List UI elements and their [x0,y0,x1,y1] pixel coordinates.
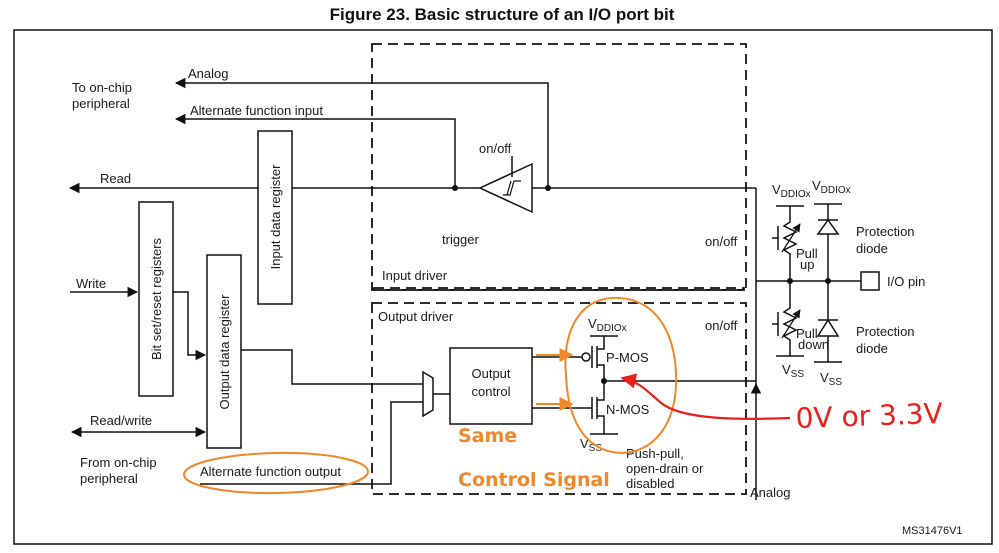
annotation-mos-circle [564,296,678,454]
analog-top-label: Analog [188,66,228,81]
junction-dot [452,185,458,191]
annotation-control-signal: Control Signal [458,469,610,491]
readwrite-label: Read/write [90,413,152,428]
protection-label-1b: diode [856,241,888,256]
io-pin-pad [860,271,880,291]
onoff-output-label: on/off [705,318,738,333]
outer-frame [13,29,993,545]
pull-down-label-1: Pull [796,326,818,341]
figure-title: Figure 23. Basic structure of an I/O por… [330,5,675,24]
protection-diode-bottom [816,281,840,362]
annotation-red-arrow [620,373,791,420]
pull-up-label-2: up [800,257,814,272]
analog-top-wire [174,77,549,188]
pull-up-resistor [782,206,798,281]
pull-down-label-2: down [798,337,829,352]
input-data-register-label: Input data register [268,164,283,269]
output-driver-label: Output driver [378,309,454,324]
onoff-input-label: on/off [705,234,738,249]
output-mux [422,370,434,418]
alt-input-wire [174,113,456,188]
vddiox-label: VDDIOx [588,316,627,334]
protection-label-2b: diode [856,341,888,356]
vss-label: VSS [580,436,602,454]
alt-output-label: Alternate function output [200,464,341,479]
alt-output-wire [200,401,423,485]
input-driver-box [373,287,745,291]
pmos-gate-bubble [581,352,591,362]
annotation-same: Same [458,425,517,447]
pull-down-resistor [782,281,798,356]
trigger-label: trigger [442,232,480,247]
trigger-dashed-region [371,43,747,291]
nmos-label: N-MOS [606,402,650,417]
nmos-transistor [591,381,605,434]
read-label: Read [100,171,131,186]
output-driver-box [371,302,747,495]
vddiox-diode-label: VDDIOx [812,178,851,196]
pull-down-switch [772,312,779,336]
analog-bottom-label: Analog [750,485,790,500]
pushpull-label-2: open-drain or [626,461,704,476]
onoff-trigger-label: on/off [479,141,512,156]
pull-down-variable-arrow [781,309,801,339]
input-driver-label: Input driver [382,268,448,283]
to-onchip-label-2: peripheral [72,96,130,111]
pushpull-label-3: disabled [626,476,674,491]
alt-input-label: Alternate function input [190,103,323,118]
to-onchip-label-1: To on-chip [72,80,132,95]
output-control-label-1: Output [471,366,510,381]
pull-up-variable-arrow [781,223,801,253]
pull-up-switch [772,226,779,250]
schmitt-trigger [478,162,533,214]
protection-label-2a: Protection [856,324,915,339]
output-control-label-2: control [471,384,510,399]
figure-code: MS31476V1 [902,525,963,537]
pushpull-label-1: Push-pull, [626,446,684,461]
pull-up-label-1: Pull [796,246,818,261]
pmos-transistor [591,336,605,381]
from-onchip-label-1: From on-chip [80,455,157,470]
vss-pulldown-label: VSS [782,362,804,380]
write-label: Write [76,276,106,291]
odr-label: Output data register [217,294,232,410]
annotation-voltage: 0V or 3.3V [795,397,943,435]
protection-diode-top [816,204,840,281]
vddiox-pullup-label: VDDIOx [772,182,811,200]
output-data-register [206,254,242,449]
from-onchip-label-2: peripheral [80,471,138,486]
io-pin-label: I/O pin [887,274,925,289]
output-control-block [449,347,533,425]
bsr-label: Bit set/reset registers [149,237,164,360]
junction-dot [545,185,551,191]
pmos-label: P-MOS [606,350,649,365]
bit-set-reset-registers [138,201,174,397]
vss-diode-label: VSS [820,370,842,388]
odr-to-mux-wire [241,349,423,385]
input-data-register [257,130,293,305]
annotation-alt-output-circle [183,451,369,495]
bsr-to-odr-wire [173,291,207,361]
protection-label-1a: Protection [856,224,915,239]
hysteresis-symbol [503,180,521,196]
